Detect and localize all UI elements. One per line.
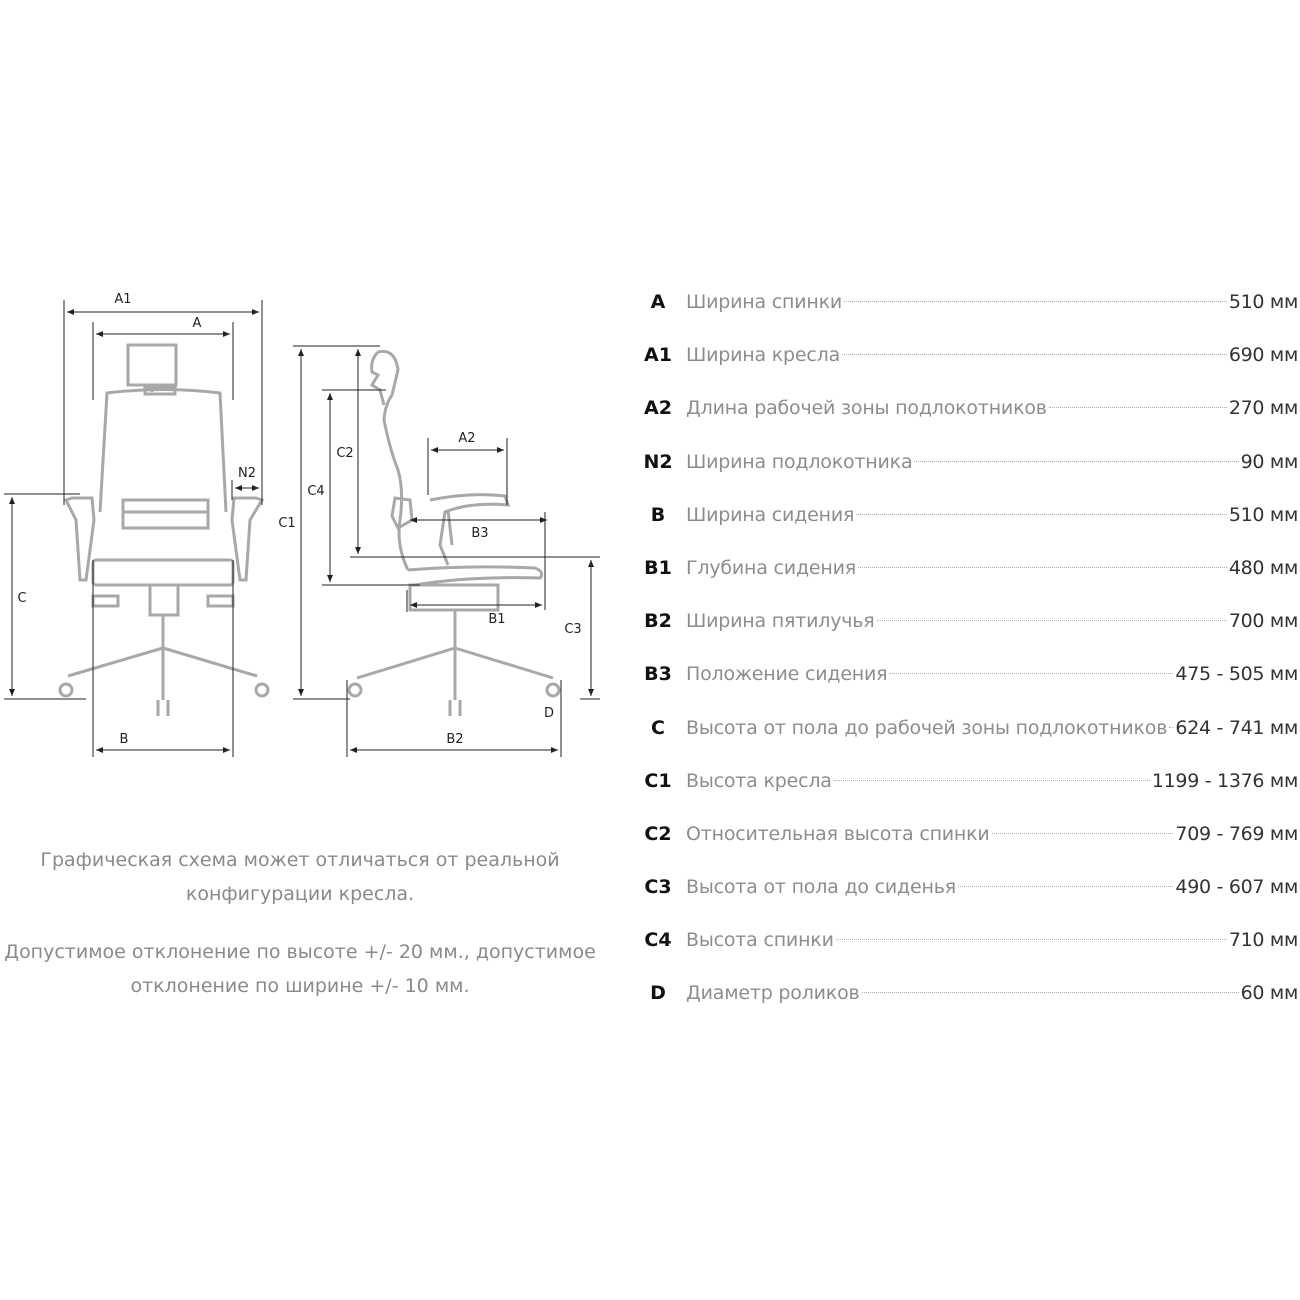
dot-leader — [842, 354, 1227, 356]
spec-label: Высота от пола до рабочей зоны подлокотн… — [686, 716, 1168, 739]
spec-label: Ширина подлокотника — [686, 450, 913, 473]
chair-dimensions-diagram: A1 A N2 C B C1 C4 C2 A2 B3 B1 C3 D — [4, 292, 600, 757]
label-d: D — [544, 706, 554, 721]
spec-value: 60 мм — [1240, 982, 1299, 1005]
tolerance-line-1: Допустимое отклонение по высоте +/- 20 м… — [4, 941, 596, 963]
label-b: B — [120, 732, 129, 747]
dot-leader — [856, 513, 1227, 515]
label-a: A — [193, 316, 202, 331]
spec-row: C3 Высота от пола до сиденья 490 - 607 м… — [630, 861, 1298, 914]
spec-row: B1 Глубина сидения 480 мм — [630, 542, 1298, 595]
label-n2: N2 — [238, 466, 256, 481]
spec-label: Ширина кресла — [686, 344, 841, 367]
spec-label: Ширина спинки — [686, 291, 843, 313]
spec-label: Высота кресла — [686, 769, 832, 792]
spec-value: 475 - 505 мм — [1175, 663, 1298, 686]
spec-value: 510 мм — [1228, 503, 1298, 526]
spec-row: A Ширина спинки 510 мм — [630, 276, 1299, 329]
dot-leader — [889, 673, 1174, 675]
spec-value: 710 мм — [1228, 929, 1298, 952]
spec-code: A1 — [644, 344, 672, 367]
dot-leader — [876, 620, 1227, 622]
dot-leader — [861, 992, 1239, 994]
spec-value: 90 мм — [1240, 450, 1299, 473]
spec-label: Высота спинки — [686, 929, 834, 952]
spec-label: Глубина сидения — [686, 556, 856, 579]
front-view-labels: A1 A N2 C B — [17, 292, 256, 747]
dot-leader — [914, 460, 1239, 462]
spec-code: D — [650, 982, 666, 1005]
spec-row: B Ширина сидения 510 мм — [630, 489, 1299, 542]
diagram-disclaimer: Графическая схема может отличаться от ре… — [0, 843, 600, 911]
spec-row: N2 Ширина подлокотника 90 мм — [630, 436, 1298, 489]
spec-row: A2 Длина рабочей зоны подлокотников 270 … — [630, 382, 1298, 435]
spec-code: C3 — [644, 876, 672, 899]
spec-code: C — [651, 716, 665, 739]
dot-leader — [857, 566, 1227, 568]
spec-code: C2 — [644, 822, 672, 845]
side-view-labels: C1 C4 C2 A2 B3 B1 C3 D B2 — [278, 431, 581, 747]
spec-row: D Диаметр роликов 60 мм — [630, 967, 1298, 1020]
side-view-chair — [347, 349, 561, 716]
spec-code: A — [650, 291, 666, 313]
dot-leader — [1169, 726, 1174, 728]
label-c2: C2 — [336, 446, 353, 461]
dot-leader — [835, 939, 1227, 941]
label-a2: A2 — [458, 431, 475, 446]
spec-value: 690 мм — [1228, 344, 1298, 367]
side-view-dimensions — [293, 345, 600, 757]
disclaimer-line-2: конфигурации кресла. — [185, 883, 415, 905]
spec-label: Относительная высота спинки — [686, 822, 990, 845]
spec-row: C4 Высота спинки 710 мм — [630, 914, 1298, 967]
spec-value: 624 - 741 мм — [1175, 716, 1298, 739]
spec-value: 490 - 607 мм — [1175, 876, 1298, 899]
spec-label: Высота от пола до сиденья — [686, 876, 956, 899]
spec-label: Ширина сидения — [686, 503, 855, 526]
label-c3: C3 — [564, 622, 581, 637]
spec-code: C1 — [644, 769, 672, 792]
spec-row: C2 Относительная высота спинки 709 - 769… — [630, 808, 1298, 861]
spec-code: A2 — [644, 397, 672, 420]
spec-value: 1199 - 1376 мм — [1151, 769, 1298, 792]
spec-value: 270 мм — [1228, 397, 1298, 420]
tolerance-note: Допустимое отклонение по высоте +/- 20 м… — [0, 935, 600, 1003]
label-c4: C4 — [307, 484, 324, 499]
spec-row: A1 Ширина кресла 690 мм — [630, 329, 1298, 382]
spec-label: Ширина пятилучья — [686, 610, 875, 633]
label-c1: C1 — [278, 516, 295, 531]
spec-code: C4 — [644, 929, 672, 952]
spec-label: Длина рабочей зоны подлокотников — [686, 397, 1047, 420]
spec-row: B2 Ширина пятилучья 700 мм — [630, 595, 1298, 648]
label-b1: B1 — [488, 612, 505, 627]
spec-value: 480 мм — [1228, 556, 1298, 579]
dot-leader — [833, 779, 1150, 781]
spec-row: C Высота от пола до рабочей зоны подлоко… — [630, 702, 1298, 755]
front-view-chair — [58, 343, 270, 716]
spec-code: B — [650, 503, 666, 526]
spec-label: Положение сидения — [686, 663, 888, 686]
label-a1: A1 — [114, 292, 131, 307]
dot-leader — [844, 301, 1227, 302]
dot-leader — [957, 886, 1174, 888]
tolerance-line-2: отклонение по ширине +/- 10 мм. — [130, 975, 470, 997]
label-b2: B2 — [446, 732, 463, 747]
label-b3: B3 — [471, 526, 488, 541]
spec-label: Диаметр роликов — [686, 982, 860, 1005]
spec-code: N2 — [643, 450, 673, 473]
spec-code: B3 — [644, 663, 672, 686]
spec-code: B2 — [644, 610, 672, 633]
label-c: C — [17, 591, 26, 606]
spec-row: C1 Высота кресла 1199 - 1376 мм — [630, 755, 1298, 808]
spec-value: 700 мм — [1228, 610, 1298, 633]
disclaimer-line-1: Графическая схема может отличаться от ре… — [40, 849, 560, 871]
spec-code: B1 — [644, 556, 672, 579]
spec-value: 510 мм — [1228, 291, 1298, 313]
spec-row: B3 Положение сидения 475 - 505 мм — [630, 648, 1298, 701]
dot-leader — [1048, 407, 1227, 409]
front-view-dimensions — [4, 300, 263, 757]
spec-table: A Ширина спинки 510 мм A1 Ширина кресла … — [630, 276, 1298, 1021]
dot-leader — [991, 832, 1174, 834]
spec-value: 709 - 769 мм — [1175, 822, 1298, 845]
